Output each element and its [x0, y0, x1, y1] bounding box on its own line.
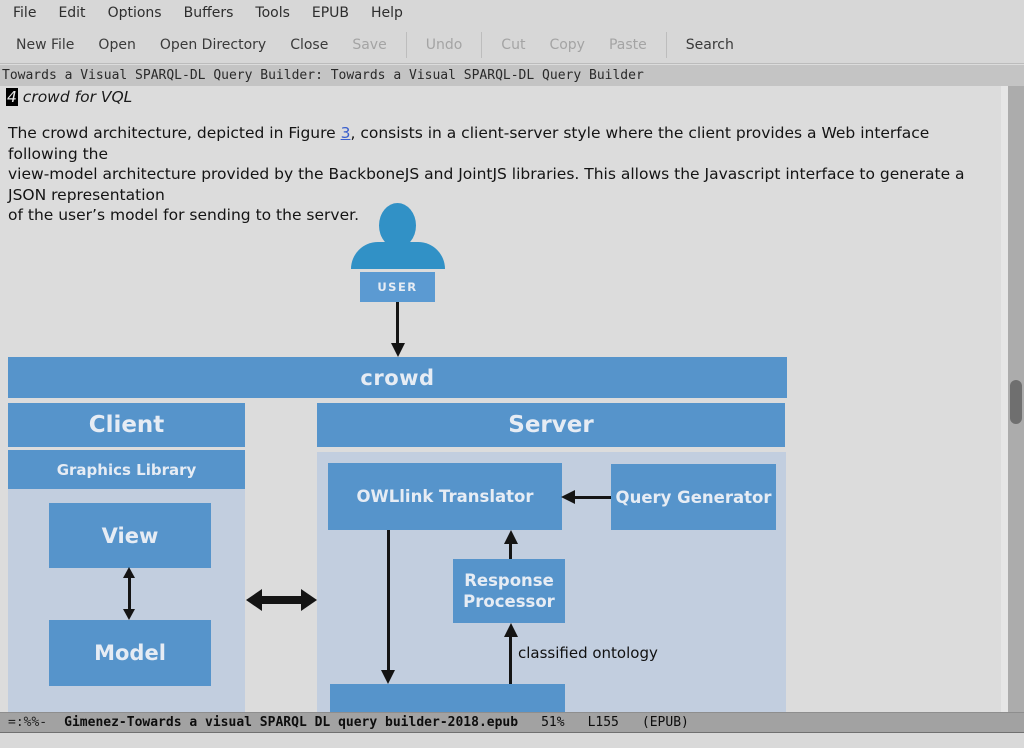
arrow-client-server [261, 596, 302, 604]
toolbar-paste-button: Paste [597, 37, 659, 53]
crowd-banner: crowd [8, 357, 787, 398]
query-generator-box: Query Generator [611, 464, 776, 530]
toolbar-search-button[interactable]: Search [674, 37, 746, 53]
arrow-querygen-to-owllink [574, 496, 611, 499]
toolbar-close-button[interactable]: Close [278, 37, 340, 53]
toolbar: New File Open Open Directory Close Save … [0, 26, 1024, 64]
arrowhead-left-icon [246, 589, 262, 611]
figure-3-link[interactable]: 3 [340, 124, 351, 142]
mode-line-buffer-name: Gimenez-Towards a visual SPARQL DL query… [64, 715, 519, 730]
menu-epub[interactable]: EPUB [311, 5, 350, 21]
toolbar-cut-button: Cut [489, 37, 537, 53]
user-person-icon [379, 203, 416, 248]
scrollbar-divider [1001, 86, 1008, 712]
toolbar-save-button: Save [340, 37, 398, 53]
user-label-box: USER [360, 272, 435, 302]
paragraph-text: , consists in a client-server style wher… [8, 124, 930, 163]
arrow-user-to-crowd [396, 302, 399, 345]
arrow-view-model [128, 578, 131, 609]
body-paragraph: The crowd architecture, depicted in Figu… [8, 123, 998, 226]
mode-line-percent: 51% [541, 715, 565, 730]
menu-bar: File Edit Options Buffers Tools EPUB Hel… [0, 0, 1024, 26]
paragraph-text: view-model architecture provided by the … [8, 165, 965, 204]
graphics-library-box: Graphics Library [8, 450, 245, 489]
toolbar-open-button[interactable]: Open [86, 37, 147, 53]
client-header: Client [8, 403, 245, 447]
arrowhead-up-icon [504, 530, 518, 544]
mode-line: =:%%- Gimenez-Towards a visual SPARQL DL… [0, 712, 1024, 733]
response-processor-box: Response Processor [453, 559, 565, 623]
toolbar-separator [481, 31, 483, 58]
architecture-figure: USER crowd Client Graphics Library View … [0, 86, 1001, 712]
section-heading: 4 crowd for VQL [6, 88, 132, 106]
toolbar-new-file-button[interactable]: New File [4, 37, 86, 53]
menu-help[interactable]: Help [371, 5, 403, 21]
paragraph-text: The crowd architecture, depicted in Figu… [8, 124, 341, 142]
toolbar-undo-button: Undo [414, 37, 475, 53]
paragraph-text: of the user’s model for sending to the s… [8, 206, 359, 224]
model-box: Model [49, 620, 211, 686]
arrow-ontology-up [509, 636, 512, 684]
user-person-icon [351, 242, 445, 269]
arrow-owllink-down [387, 530, 390, 671]
toolbar-copy-button: Copy [537, 37, 597, 53]
echo-area [0, 733, 1024, 748]
header-line: Towards a Visual SPARQL-DL Query Builder… [0, 65, 1024, 86]
arrowhead-down-icon [381, 670, 395, 684]
menu-tools[interactable]: Tools [255, 5, 290, 21]
arrowhead-down-icon [391, 343, 405, 357]
arrowhead-up-icon [504, 623, 518, 637]
server-header: Server [317, 403, 785, 447]
menu-buffers[interactable]: Buffers [183, 5, 234, 21]
text-cursor: 4 [6, 88, 18, 106]
section-heading-text: crowd for VQL [17, 88, 133, 106]
mode-line-prefix: =:%%- [8, 715, 48, 730]
arrowhead-left-icon [561, 490, 575, 504]
arrowhead-right-icon [301, 589, 317, 611]
view-box: View [49, 503, 211, 568]
mode-line-major-mode: (EPUB) [641, 715, 689, 730]
arrow-response-to-owllink [509, 543, 512, 559]
toolbar-open-directory-button[interactable]: Open Directory [148, 37, 278, 53]
partial-bottom-box [330, 684, 565, 712]
arrowhead-up-icon [123, 567, 135, 578]
scrollbar-thumb[interactable] [1010, 380, 1022, 424]
buffer-content: 4 crowd for VQL The crowd architecture, … [0, 86, 1001, 712]
classified-ontology-label: classified ontology [518, 644, 658, 662]
toolbar-separator [405, 31, 407, 58]
menu-edit[interactable]: Edit [58, 5, 86, 21]
owllink-translator-box: OWLlink Translator [328, 463, 562, 530]
scrollbar-track[interactable] [1008, 86, 1024, 713]
toolbar-separator [665, 31, 667, 58]
menu-file[interactable]: File [13, 5, 37, 21]
arrowhead-down-icon [123, 609, 135, 620]
mode-line-line-number: L155 [587, 715, 619, 730]
menu-options[interactable]: Options [107, 5, 162, 21]
